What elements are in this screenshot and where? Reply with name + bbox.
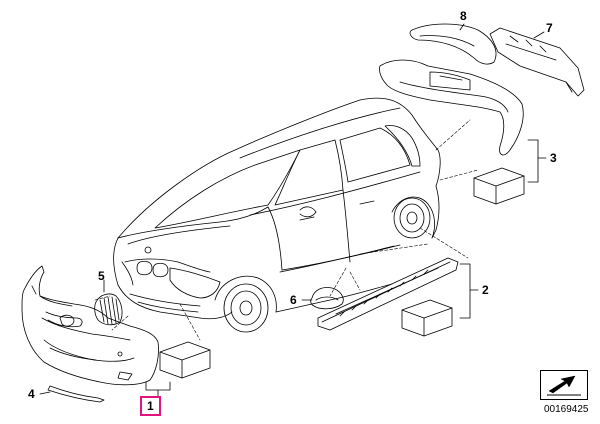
part-front-bumper	[21, 265, 159, 386]
part-trim-strip	[47, 385, 105, 403]
part-kidney-grille	[94, 293, 123, 326]
arrow-icon	[547, 375, 581, 396]
package-box-rear	[473, 167, 525, 205]
part-rear-diffuser	[489, 27, 585, 97]
package-box-front	[159, 341, 211, 379]
callout-1-front-bumper[interactable]: 1	[140, 396, 161, 416]
callout-2-side-skirt[interactable]: 2	[482, 283, 489, 297]
callout-3-rear-bumper[interactable]: 3	[550, 151, 557, 165]
package-box-side	[401, 299, 453, 337]
navigate-arrow-button[interactable]	[540, 370, 588, 400]
callout-4-trim-strip[interactable]: 4	[28, 387, 35, 401]
part-rear-spoiler	[409, 23, 497, 65]
callout-brackets	[39, 23, 547, 397]
leader-lines	[94, 119, 479, 341]
part-cover-cap	[310, 287, 344, 310]
car-body	[113, 97, 441, 333]
callout-8-rear-spoiler[interactable]: 8	[460, 9, 467, 23]
callout-5-grille[interactable]: 5	[98, 269, 105, 283]
part-side-skirt	[317, 257, 459, 331]
callout-6-cover-cap[interactable]: 6	[290, 293, 297, 307]
part-rear-bumper	[379, 59, 524, 156]
diagram-id-label: 00169425	[544, 404, 589, 415]
callout-7-rear-diffuser[interactable]: 7	[546, 21, 553, 35]
